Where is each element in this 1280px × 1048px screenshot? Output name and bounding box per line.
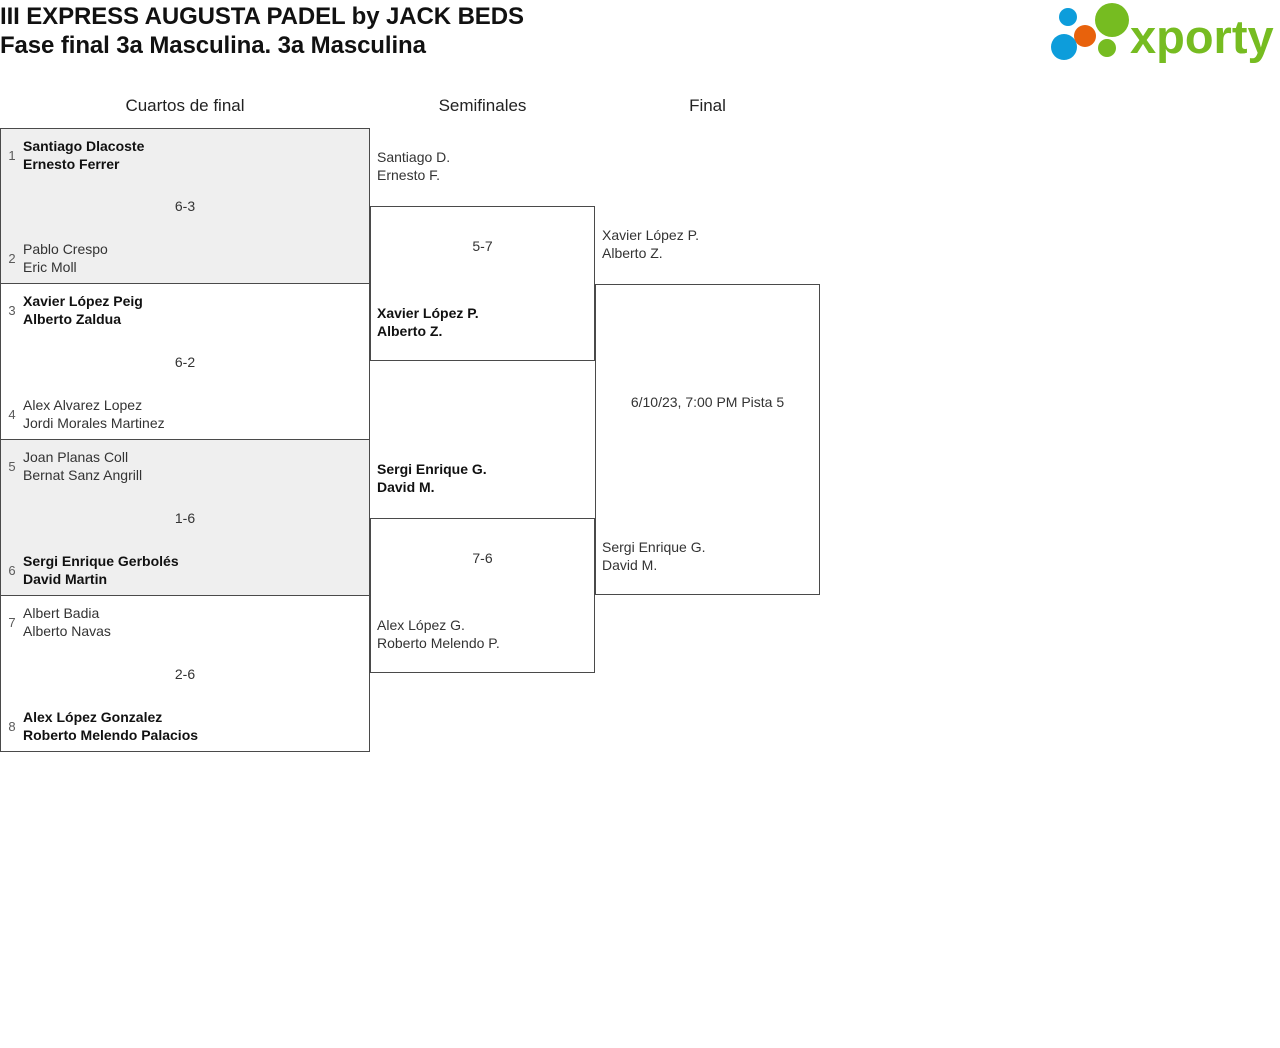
team-players: Xavier López Peig Alberto Zaldua (23, 292, 143, 328)
player-name: Xavier López P. (377, 305, 479, 321)
seed-number: 4 (8, 406, 16, 422)
player-name: Joan Planas Coll (23, 449, 129, 465)
seed-number: 6 (8, 562, 16, 578)
tournament-name: III EXPRESS AUGUSTA PADEL by JACK BEDS (0, 3, 524, 30)
team-players: Santiago D. Ernesto F. (377, 148, 450, 184)
seed-number: 8 (8, 718, 16, 734)
team-slot-bottom[interactable]: 4 Alex Alvarez Lopez Jordi Morales Marti… (1, 396, 165, 432)
match-score: 7-6 (472, 550, 493, 566)
seed-number: 1 (8, 147, 16, 163)
player-name: Roberto Melendo Palacios (23, 727, 199, 743)
tournament-phase: Fase final 3a Masculina. 3a Masculina (0, 32, 426, 59)
match-box-sf-2[interactable]: Sergi Enrique G. David M. 7-6 Alex López… (370, 461, 595, 673)
tournament-title-block: III EXPRESS AUGUSTA PADEL by JACK BEDS F… (0, 2, 900, 60)
seed-number: 5 (8, 458, 16, 474)
player-name: Xavier López Peig (23, 293, 143, 309)
team-slot-top[interactable]: Santiago D. Ernesto F. (377, 148, 450, 184)
player-name: Sergi Enrique Gerbolés (23, 553, 179, 569)
team-slot-bottom[interactable]: 8 Alex López Gonzalez Roberto Melendo Pa… (1, 708, 198, 744)
team-slot-bottom[interactable]: Xavier López P. Alberto Z. (377, 304, 479, 340)
player-name: Alberto Z. (377, 323, 443, 339)
seed-number: 3 (8, 302, 16, 318)
team-players: Pablo Crespo Eric Moll (23, 240, 108, 276)
team-players: Xavier López P. Alberto Z. (602, 226, 699, 262)
match-score: 6-3 (174, 198, 196, 214)
page-header: III EXPRESS AUGUSTA PADEL by JACK BEDS F… (0, 0, 1280, 86)
team-players: Sergi Enrique G. David M. (377, 460, 487, 496)
player-name: Alex Alvarez Lopez (23, 397, 143, 413)
player-name: Sergi Enrique G. (602, 539, 706, 555)
seed-number: 7 (8, 614, 16, 630)
player-name: Ernesto Ferrer (23, 156, 120, 172)
team-slot-bottom[interactable]: Alex López G. Roberto Melendo P. (377, 616, 500, 652)
match-box-sf-1[interactable]: Santiago D. Ernesto F. 5-7 Xavier López … (370, 149, 595, 361)
match-box-qf-2[interactable]: 3 Xavier López Peig Alberto Zaldua 6-2 4… (0, 283, 370, 440)
team-players: Alex López Gonzalez Roberto Melendo Pala… (23, 708, 198, 744)
player-name: Albert Badia (23, 605, 100, 621)
match-score: 1-6 (174, 510, 196, 526)
team-players: Sergi Enrique G. David M. (602, 538, 706, 574)
player-name: David M. (377, 479, 435, 495)
player-name: Roberto Melendo P. (377, 635, 500, 651)
player-name: Santiago Dlacoste (23, 138, 145, 154)
player-name: Bernat Sanz Angrill (23, 467, 143, 483)
match-schedule: 6/10/23, 7:00 PM Pista 5 (630, 394, 785, 410)
match-box-qf-4[interactable]: 7 Albert Badia Alberto Navas 2-6 8 Alex … (0, 595, 370, 752)
team-slot-bottom[interactable]: 2 Pablo Crespo Eric Moll (1, 240, 108, 276)
player-name: Sergi Enrique G. (377, 461, 487, 477)
team-players: Alex Alvarez Lopez Jordi Morales Martine… (23, 396, 165, 432)
team-players: Alex López G. Roberto Melendo P. (377, 616, 500, 652)
player-name: Alberto Navas (23, 623, 111, 639)
team-slot-top[interactable]: 5 Joan Planas Coll Bernat Sanz Angrill (1, 448, 142, 484)
round-header-semifinals: Semifinales (438, 96, 527, 115)
match-box-qf-1[interactable]: 1 Santiago Dlacoste Ernesto Ferrer 6-3 2… (0, 128, 370, 284)
team-players: Santiago Dlacoste Ernesto Ferrer (23, 137, 144, 173)
player-name: Alberto Zaldua (23, 311, 122, 327)
round-header-quarterfinals: Cuartos de final (125, 96, 245, 115)
player-name: Alex López Gonzalez (23, 709, 163, 725)
match-score: 5-7 (472, 238, 493, 254)
player-name: Alex López G. (377, 617, 465, 633)
player-name: Pablo Crespo (23, 241, 108, 257)
team-slot-top[interactable]: 1 Santiago Dlacoste Ernesto Ferrer (1, 137, 144, 173)
match-score: 2-6 (174, 666, 196, 682)
team-players: Albert Badia Alberto Navas (23, 604, 111, 640)
match-score: 6-2 (174, 354, 196, 370)
team-players: Joan Planas Coll Bernat Sanz Angrill (23, 448, 142, 484)
player-name: Alberto Z. (602, 245, 663, 261)
team-slot-top[interactable]: Sergi Enrique G. David M. (377, 460, 487, 496)
team-players: Sergi Enrique Gerbolés David Martin (23, 552, 179, 588)
svg-text:xporty: xporty (1130, 10, 1274, 63)
player-name: David M. (602, 557, 658, 573)
team-slot-bottom[interactable]: Sergi Enrique G. David M. (602, 538, 706, 574)
team-slot-bottom[interactable]: 6 Sergi Enrique Gerbolés David Martin (1, 552, 179, 588)
seed-number: 2 (8, 250, 16, 266)
team-slot-top[interactable]: 3 Xavier López Peig Alberto Zaldua (1, 292, 143, 328)
team-slot-top[interactable]: 7 Albert Badia Alberto Navas (1, 604, 111, 640)
player-name: Jordi Morales Martinez (23, 415, 165, 431)
team-slot-top[interactable]: Xavier López P. Alberto Z. (602, 226, 699, 262)
player-name: Ernesto F. (377, 167, 441, 183)
round-header-final: Final (689, 96, 726, 115)
match-box-final[interactable]: Xavier López P. Alberto Z. 6/10/23, 7:00… (595, 227, 820, 595)
match-box-qf-3[interactable]: 5 Joan Planas Coll Bernat Sanz Angrill 1… (0, 439, 370, 596)
player-name: Santiago D. (377, 149, 451, 165)
player-name: Eric Moll (23, 259, 77, 275)
player-name: Xavier López P. (602, 227, 700, 243)
player-name: David Martin (23, 571, 108, 587)
team-players: Xavier López P. Alberto Z. (377, 304, 479, 340)
xporty-logo[interactable]: xporty (1046, 3, 1274, 67)
